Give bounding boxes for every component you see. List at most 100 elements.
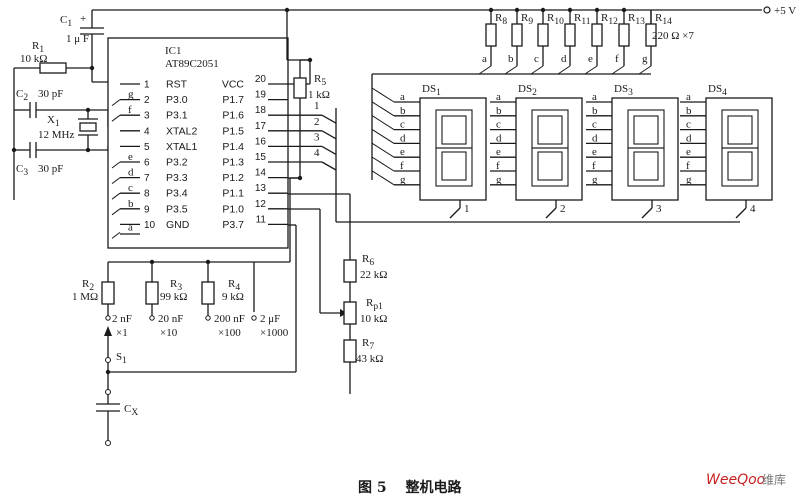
segment-label-d: d bbox=[592, 132, 598, 144]
watermark-site: 维库 bbox=[762, 472, 786, 487]
svg-text:30 pF: 30 pF bbox=[38, 163, 63, 175]
pin-number: 2 bbox=[144, 95, 150, 106]
pin-name: P1.3 bbox=[222, 157, 244, 169]
svg-text:R5: R5 bbox=[314, 73, 326, 88]
ic-ref: IC1 bbox=[165, 45, 182, 57]
display-common-label: 3 bbox=[656, 203, 662, 215]
pin-number: 12 bbox=[255, 199, 267, 210]
net-label-b: b bbox=[128, 198, 134, 210]
ic-pin-10: 10 GND bbox=[120, 219, 190, 231]
svg-text:X1: X1 bbox=[47, 114, 60, 129]
ic-part: AT89C2051 bbox=[165, 58, 219, 70]
pin-number: 5 bbox=[144, 142, 150, 153]
pin-name: P1.1 bbox=[222, 188, 244, 200]
pin-name: P1.6 bbox=[222, 110, 244, 122]
segment-label-c: c bbox=[496, 119, 501, 131]
net-label-c: c bbox=[128, 182, 133, 194]
svg-text:×1000: ×1000 bbox=[260, 327, 289, 339]
pin-name: VCC bbox=[222, 79, 245, 91]
pin-number: 19 bbox=[255, 90, 267, 101]
pin-number: 9 bbox=[144, 204, 150, 215]
svg-text:200 nF: 200 nF bbox=[214, 313, 245, 325]
net-label-d: d bbox=[128, 167, 134, 179]
svg-text:R3: R3 bbox=[170, 278, 182, 293]
svg-text:10 kΩ: 10 kΩ bbox=[360, 313, 387, 325]
svg-text:12 MHz: 12 MHz bbox=[38, 129, 74, 141]
pin-number: 15 bbox=[255, 152, 267, 163]
display-common-label: 2 bbox=[560, 203, 566, 215]
vcc-label: +5 V bbox=[774, 5, 796, 17]
pin-name: P1.2 bbox=[222, 172, 244, 184]
svg-text:R6: R6 bbox=[362, 253, 374, 268]
digit-net-3: 3 bbox=[314, 131, 320, 143]
resistor-net: e bbox=[588, 53, 593, 65]
pin-name: P3.2 bbox=[166, 157, 188, 169]
resistor-net: d bbox=[561, 53, 567, 65]
resistor-ref: R10 bbox=[547, 12, 564, 27]
resistor-ref: R12 bbox=[601, 12, 618, 27]
svg-text:R7: R7 bbox=[362, 337, 374, 352]
pin-number: 10 bbox=[144, 220, 156, 231]
pin-name: P1.7 bbox=[222, 94, 244, 106]
ic-right-pins: 20VCC19P1.718P1.617P1.516P1.415P1.314P1.… bbox=[222, 74, 288, 231]
svg-text:2 μF: 2 μF bbox=[260, 313, 280, 325]
net-label-e: e bbox=[128, 151, 133, 163]
svg-text:1 μ F: 1 μ F bbox=[66, 33, 89, 45]
pin-name: XTAL1 bbox=[166, 141, 197, 153]
segment-label-d: d bbox=[686, 132, 692, 144]
pin-number: 14 bbox=[255, 168, 267, 179]
capacitor-cx: CX bbox=[96, 403, 138, 446]
digit-net-2: 2 bbox=[314, 116, 320, 128]
svg-text:22 kΩ: 22 kΩ bbox=[360, 269, 387, 281]
segment-label-b: b bbox=[400, 105, 406, 117]
segment-label-e: e bbox=[496, 146, 501, 158]
svg-text:×100: ×100 bbox=[218, 327, 241, 339]
svg-text:43 kΩ: 43 kΩ bbox=[356, 353, 383, 365]
resistor-r11: R11 d bbox=[557, 10, 591, 75]
segment-label-f: f bbox=[496, 160, 500, 172]
watermark-brand: WeeQoo bbox=[706, 472, 765, 488]
pin-number: 4 bbox=[144, 126, 150, 137]
svg-text:S1: S1 bbox=[116, 351, 127, 366]
resistor-array-value: 220 Ω ×7 bbox=[652, 30, 694, 42]
segment-label-g: g bbox=[496, 174, 502, 186]
segment-label-b: b bbox=[592, 105, 598, 117]
resistor-net: c bbox=[534, 53, 539, 65]
ic-pin-19: 19 P1.7 bbox=[222, 90, 288, 106]
svg-text:R1: R1 bbox=[32, 40, 44, 55]
svg-text:1 kΩ: 1 kΩ bbox=[308, 89, 330, 101]
pin-number: 3 bbox=[144, 111, 150, 122]
svg-text:+: + bbox=[80, 13, 86, 25]
svg-text:10 kΩ: 10 kΩ bbox=[20, 53, 47, 65]
segment-label-f: f bbox=[400, 160, 404, 172]
resistor-ref: R8 bbox=[495, 12, 507, 27]
vcc-rail: +5 V bbox=[92, 5, 796, 17]
segment-label-c: c bbox=[592, 119, 597, 131]
pin-name: P1.5 bbox=[222, 125, 244, 137]
pin-name: GND bbox=[166, 219, 190, 231]
resistor-ref: R13 bbox=[628, 12, 645, 27]
segment-label-g: g bbox=[400, 174, 406, 186]
digit-net-4: 4 bbox=[314, 147, 320, 159]
resistor-r9: R9b bbox=[504, 10, 533, 75]
watermark: WeeQoo 维库 bbox=[706, 472, 786, 488]
net-label-a: a bbox=[128, 221, 133, 233]
segment-label-d: d bbox=[496, 132, 502, 144]
resistor-ref: R11 bbox=[574, 12, 591, 27]
seven-segment-displays: DS1abcdefg1DS2abcdefg2DS3abcdefg3DS4abcd… bbox=[371, 73, 773, 219]
